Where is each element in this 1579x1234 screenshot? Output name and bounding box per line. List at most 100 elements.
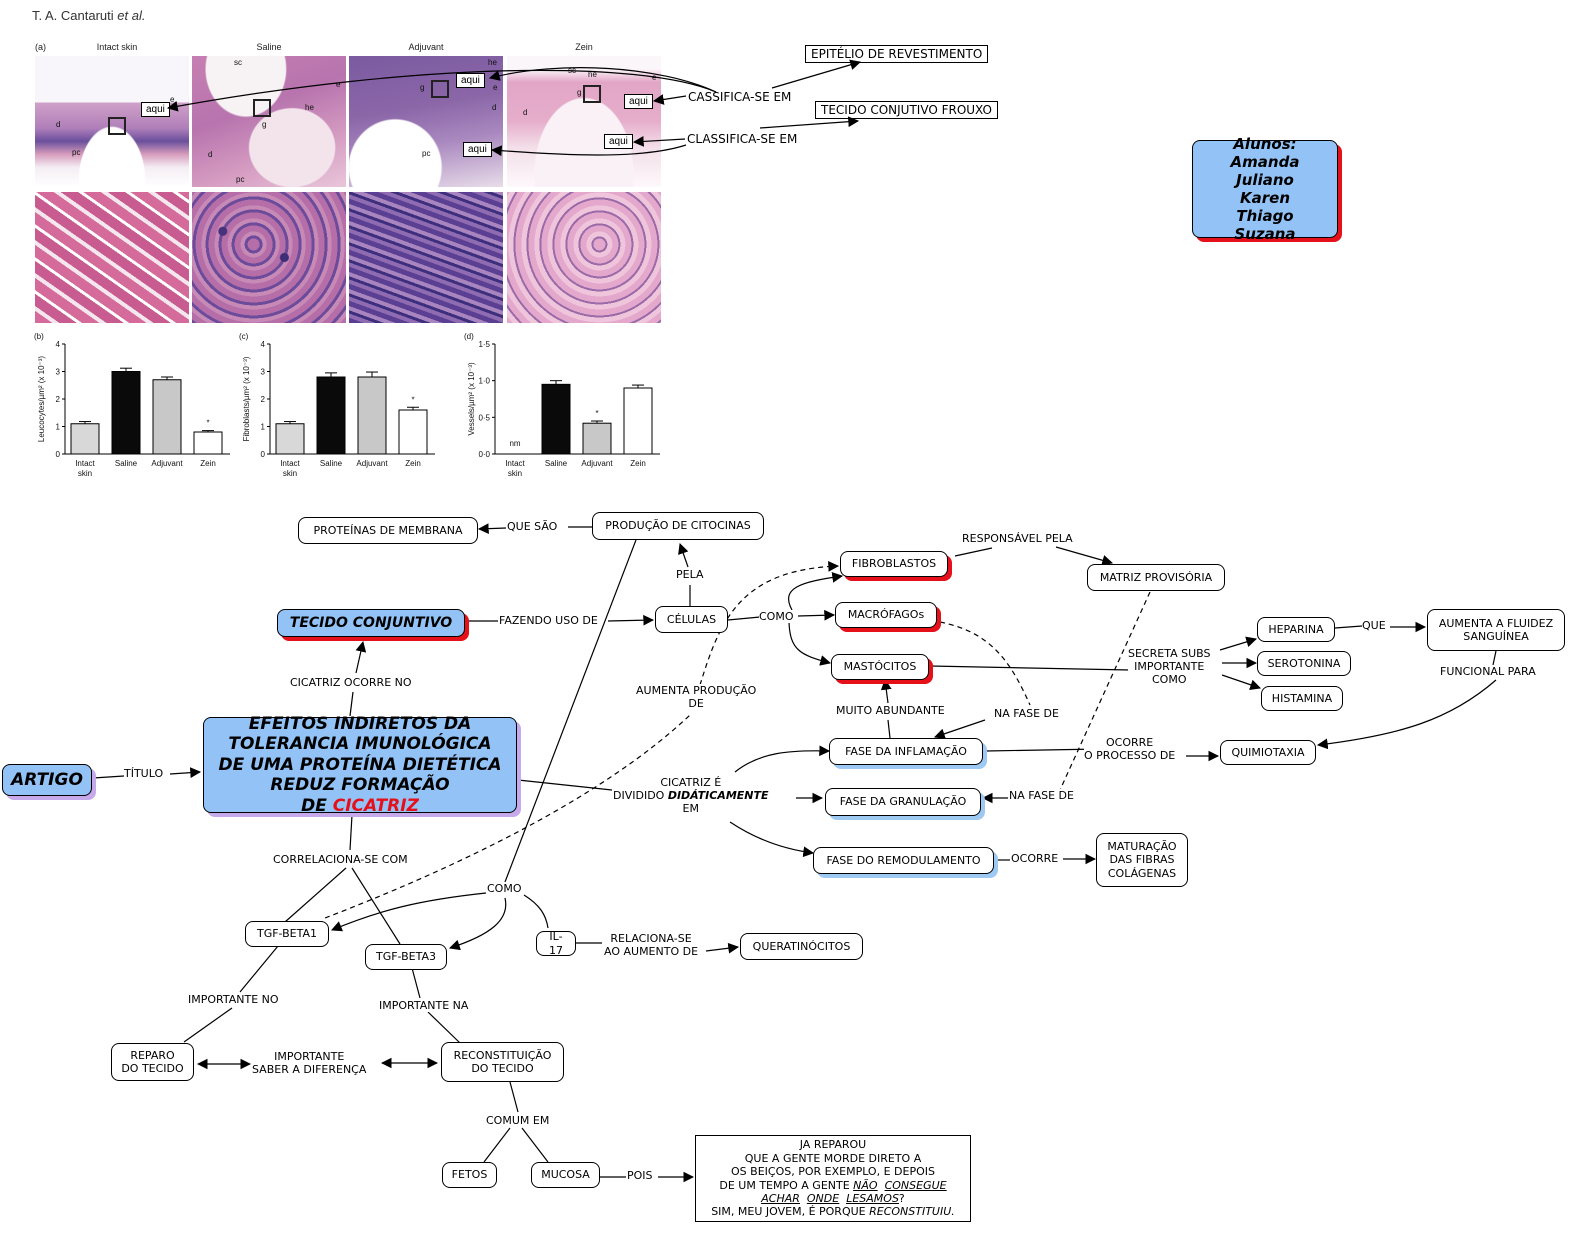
column-title-adjuvant: Adjuvant xyxy=(408,42,444,52)
node-granulacao[interactable]: FASE DA GRANULAÇÃO xyxy=(825,788,981,816)
link-que: QUE xyxy=(1362,619,1386,633)
connector xyxy=(483,1127,511,1163)
node-mucosa[interactable]: MUCOSA xyxy=(531,1162,600,1188)
micrograph-adjuvant-high xyxy=(349,192,503,323)
title-highlight: CICATRIZ xyxy=(332,795,419,816)
chart-panel-label: (c) xyxy=(239,332,249,341)
link-pois: POIS xyxy=(627,1169,653,1183)
node-quimiotaxia[interactable]: QUIMIOTAXIA xyxy=(1220,740,1316,765)
node-macrofagos[interactable]: MACRÓFAGOs xyxy=(835,602,937,628)
connector xyxy=(1219,636,1258,651)
connector xyxy=(939,621,1031,706)
connector xyxy=(678,542,689,568)
connector xyxy=(954,547,993,557)
micrograph-zein-high xyxy=(507,192,661,323)
node-matriz[interactable]: MATRIZ PROVISÓRIA xyxy=(1087,564,1225,591)
secreta-line: SECRETA SUBS xyxy=(1128,647,1211,660)
node-mastocitos[interactable]: MASTÓCITOS xyxy=(831,654,929,680)
connector xyxy=(1221,674,1262,690)
node-queratinocitos[interactable]: QUERATINÓCITOS xyxy=(740,933,863,960)
node-il17[interactable]: IL-17 xyxy=(536,930,576,957)
node-proteinas[interactable]: PROTEÍNAS DE MEMBRANA xyxy=(298,517,478,544)
panel-a-label: (a) xyxy=(35,42,46,52)
connector xyxy=(166,69,717,112)
y-tick-label: 0 xyxy=(261,450,266,459)
node-celulas[interactable]: CÉLULAS xyxy=(655,606,728,633)
y-tick-label: 0·5 xyxy=(478,413,490,422)
node-inflamacao[interactable]: FASE DA INFLAMAÇÃO xyxy=(829,738,983,765)
link-ocorre-processo: OCORRE O PROCESSO DE xyxy=(1084,736,1176,763)
title-line: REDUZ FORMAÇÃO DE CICATRIZ xyxy=(210,775,510,816)
node-note[interactable]: JA REPAROU QUE A GENTE MORDE DIRETO A OS… xyxy=(695,1135,971,1222)
value-note: nm xyxy=(509,439,520,448)
node-maturacao[interactable]: MATURAÇÃO DAS FIBRAS COLÁGENAS xyxy=(1096,833,1188,887)
link-funcional: FUNCIONAL PARA xyxy=(1440,665,1536,679)
x-tick-label: Intact xyxy=(505,459,525,468)
connector xyxy=(448,897,507,951)
significance-mark: * xyxy=(206,419,209,428)
node-artigo[interactable]: ARTIGO xyxy=(2,764,92,796)
micrograph-saline-high xyxy=(192,192,346,323)
connector xyxy=(1316,679,1497,750)
connector xyxy=(331,892,487,932)
reparo-line: REPARO xyxy=(130,1048,175,1062)
node-fibroblastos[interactable]: FIBROBLASTOS xyxy=(840,551,948,577)
tissue-label: he xyxy=(305,103,314,112)
node-fetos[interactable]: FETOS xyxy=(442,1162,497,1188)
node-reconstituicao[interactable]: RECONSTITUIÇÃO DO TECIDO xyxy=(441,1042,564,1082)
link-responsavel: RESPONSÁVEL PELA xyxy=(962,532,1073,546)
significance-mark: * xyxy=(411,395,414,404)
node-citocinas[interactable]: PRODUÇÃO DE CITOCINAS xyxy=(592,512,764,540)
node-tecido-conjuntivo[interactable]: TECIDO CONJUNTIVO xyxy=(277,609,465,637)
x-tick-label: Saline xyxy=(545,459,568,468)
connector xyxy=(880,678,892,704)
students-line: Juliano xyxy=(1236,171,1294,189)
node-reparo[interactable]: REPARO DO TECIDO xyxy=(111,1043,194,1081)
classifica-link-2: CLASSIFICA-SE EM xyxy=(687,132,798,146)
x-tick-label: Saline xyxy=(320,459,343,468)
y-tick-label: 2 xyxy=(261,395,266,404)
tissue-label: e xyxy=(336,80,341,89)
chart-panel-label: (b) xyxy=(34,332,44,341)
node-fluidez[interactable]: AUMENTA A FLUIDEZ SANGUÍNEA xyxy=(1427,609,1565,651)
saber-line: SABER A DIFERENÇA xyxy=(252,1063,367,1077)
node-main-title[interactable]: EFEITOS INDIRETOS DA TOLERANCIA IMUNOLÓG… xyxy=(203,714,517,816)
note-emph: ONDE xyxy=(806,1191,840,1205)
node-tgf-beta1[interactable]: TGF-BETA1 xyxy=(245,921,329,947)
connector xyxy=(517,779,613,791)
authors: T. A. Cantaruti xyxy=(32,8,114,23)
link-comum-em: COMUM EM xyxy=(486,1114,550,1128)
connector xyxy=(797,609,836,621)
bar xyxy=(541,383,571,455)
title-line: DE UMA PROTEÍNA DIETÉTICA xyxy=(218,754,502,775)
connector xyxy=(787,572,844,611)
connector xyxy=(521,1127,549,1163)
node-tgf-beta3[interactable]: TGF-BETA3 xyxy=(365,944,447,970)
note-line: ACHAR ONDE LESAMOS? xyxy=(761,1192,905,1205)
reparo-line: DO TECIDO xyxy=(121,1062,184,1075)
y-tick-label: 1 xyxy=(56,423,61,432)
node-remodulamento[interactable]: FASE DO REMODULAMENTO xyxy=(813,847,994,874)
bar xyxy=(398,409,428,455)
connector xyxy=(985,748,1101,752)
link-aumenta-producao: AUMENTA PRODUÇÃO DE xyxy=(636,684,757,711)
node-heparina[interactable]: HEPARINA xyxy=(1257,617,1335,642)
connector xyxy=(169,767,202,779)
ocorre-line: O PROCESSO DE xyxy=(1084,749,1176,763)
node-histamina[interactable]: HISTAMINA xyxy=(1261,686,1343,711)
bar xyxy=(70,423,100,455)
reconstituicao-line: RECONSTITUIÇÃO xyxy=(453,1048,552,1062)
tissue-label: d xyxy=(492,103,497,112)
x-tick-label: Saline xyxy=(115,459,138,468)
aqui-annotation: aqui xyxy=(604,134,633,149)
connector xyxy=(490,144,687,157)
connector xyxy=(1492,650,1497,666)
connector xyxy=(1334,625,1363,629)
connector xyxy=(933,719,986,739)
tissue-label: g xyxy=(577,88,582,97)
node-serotonina[interactable]: SEROTONINA xyxy=(1257,651,1351,676)
link-na-fase-1: NA FASE DE xyxy=(994,707,1059,721)
connector xyxy=(1055,546,1114,566)
title-line-text: REDUZ FORMAÇÃO DE xyxy=(270,775,450,816)
